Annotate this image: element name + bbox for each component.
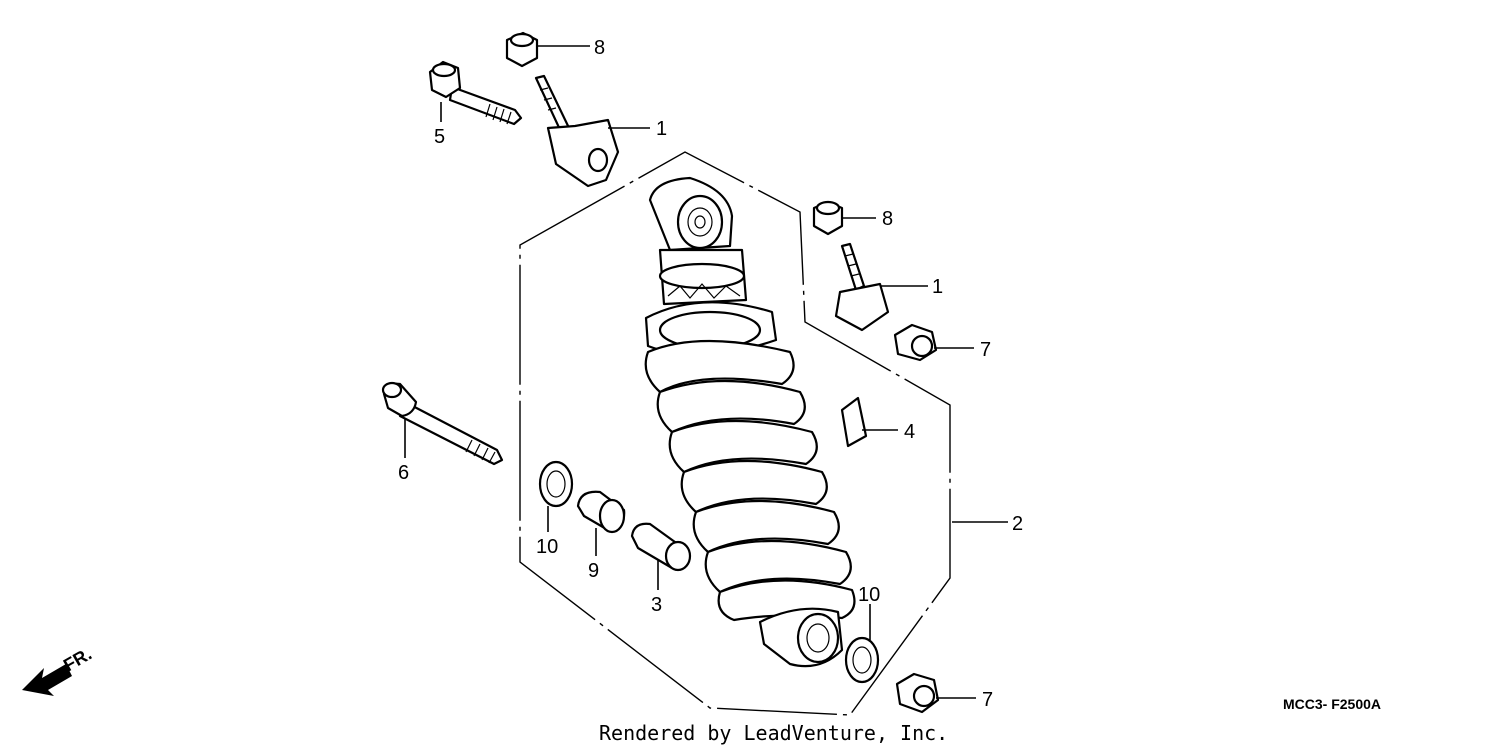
part-9-collar[interactable] (576, 490, 626, 556)
shock-absorber[interactable] (644, 176, 856, 668)
callout-10-left: 10 (536, 536, 558, 558)
part-7-nut-lower[interactable] (895, 672, 976, 714)
front-direction-arrow: FR. (22, 644, 95, 696)
render-credit: Rendered by LeadVenture, Inc. (599, 721, 948, 745)
callout-7-upper: 7 (980, 339, 991, 361)
part-3-spacer[interactable] (630, 522, 692, 590)
callout-2: 2 (1012, 513, 1023, 535)
part-1-bracket-right[interactable] (834, 242, 928, 332)
part-8-nut-top[interactable] (505, 31, 539, 68)
callout-3: 3 (651, 594, 662, 616)
callout-1-top: 1 (656, 118, 667, 140)
part-8-nut-right[interactable] (812, 200, 876, 236)
callout-10-right: 10 (858, 584, 880, 606)
part-4-label[interactable] (840, 396, 898, 448)
callout-1-right: 1 (932, 276, 943, 298)
assembly-outline (519, 151, 951, 716)
part-5-bolt[interactable] (428, 60, 523, 126)
callout-8-right: 8 (882, 208, 893, 230)
part-10-bearing-right[interactable] (844, 604, 880, 684)
part-10-bearing-left[interactable] (538, 460, 574, 532)
diagram-code: MCC3- F2500A (1283, 696, 1381, 712)
callout-5: 5 (434, 126, 445, 148)
callout-6: 6 (398, 462, 409, 484)
callout-4: 4 (904, 421, 915, 443)
part-1-bracket-left[interactable] (534, 74, 650, 188)
callout-8-top: 8 (594, 37, 605, 59)
callout-7-lower: 7 (982, 689, 993, 711)
spring-coils (644, 339, 856, 622)
part-7-nut-upper[interactable] (893, 323, 974, 362)
callout-9: 9 (588, 560, 599, 582)
part-6-bolt[interactable] (381, 381, 504, 466)
